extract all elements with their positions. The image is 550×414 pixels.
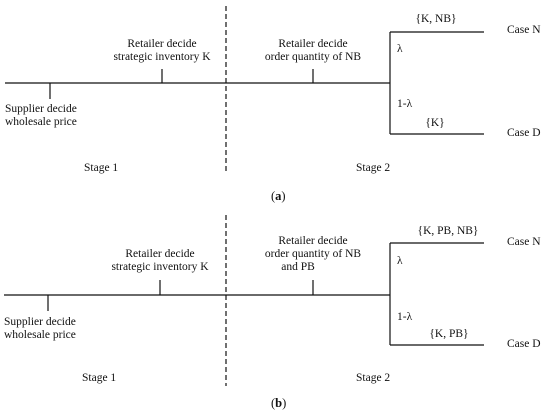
panel-a-supplier-line2: wholesale price [5, 116, 77, 128]
panel-a-branch-bottom-set: {K} [425, 117, 445, 129]
panel-a-retailer-k-line1: Retailer decide [127, 38, 197, 50]
panel-b-case-top: Case N [507, 236, 541, 248]
panel-a-retailer-k-line2: strategic inventory K [113, 51, 211, 63]
panel-a-stage2: Stage 2 [356, 162, 391, 174]
panel-a-lambda: λ [397, 43, 403, 55]
panel-b-branch-top-set: {K, PB, NB} [417, 225, 479, 237]
panel-b-lines [4, 215, 484, 386]
panel-b-caption-letter: b [275, 396, 283, 410]
panel-b-one-minus-lambda: 1-λ [397, 311, 413, 323]
panel-a-case-top: Case N [507, 24, 541, 36]
panel-b-retailer-order-label: Retailer decide order quantity of NB and… [258, 235, 368, 274]
panel-b-stage2: Stage 2 [356, 372, 391, 384]
panel-b-retailer-k-label: Retailer decide strategic inventory K [100, 248, 220, 274]
panel-a-retailer-k-label: Retailer decide strategic inventory K [102, 38, 222, 64]
panel-b-retailer-k-line2: strategic inventory K [111, 261, 209, 273]
panel-b-stage1: Stage 1 [82, 372, 117, 384]
panel-a-stage1: Stage 1 [84, 162, 119, 174]
panel-a-caption-letter: a [275, 189, 282, 203]
panel-a-retailer-order-line2: order quantity of NB [264, 51, 362, 63]
panel-a-retailer-order-label: Retailer decide order quantity of NB [258, 38, 368, 64]
panel-b-supplier-line2: wholesale price [4, 329, 76, 341]
panel-a-caption: (a) [271, 190, 286, 203]
panel-a-caption-close: ) [281, 189, 286, 203]
panel-b-caption-close: ) [282, 396, 287, 410]
panel-a-one-minus-lambda: 1-λ [397, 98, 413, 110]
panel-b-retailer-order-line2: order quantity of NB [264, 248, 362, 260]
panel-b-branch-bottom-set: {K, PB} [429, 328, 469, 340]
panel-b-retailer-order-line1: Retailer decide [278, 235, 348, 247]
panel-a-lines [5, 6, 484, 172]
panel-a-retailer-order-line1: Retailer decide [278, 38, 348, 50]
panel-b-caption-open: ( [271, 396, 276, 410]
panel-b-supplier-line1: Supplier decide [4, 316, 76, 328]
panel-a-supplier-label: Supplier decide wholesale price [5, 103, 77, 129]
panel-b-lambda: λ [397, 255, 403, 267]
panel-a-caption-open: ( [271, 189, 276, 203]
panel-a-supplier-line1: Supplier decide [5, 103, 77, 115]
panel-b-retailer-k-line1: Retailer decide [125, 248, 195, 260]
panel-b-case-bottom: Case D [507, 338, 541, 350]
panel-a-case-bottom: Case D [507, 127, 541, 139]
panel-a-branch-top-set: {K, NB} [415, 13, 457, 25]
panel-b-supplier-label: Supplier decide wholesale price [4, 316, 76, 342]
panel-b-caption: (b) [271, 397, 286, 410]
panel-b-retailer-order-line3: and PB [281, 261, 315, 273]
